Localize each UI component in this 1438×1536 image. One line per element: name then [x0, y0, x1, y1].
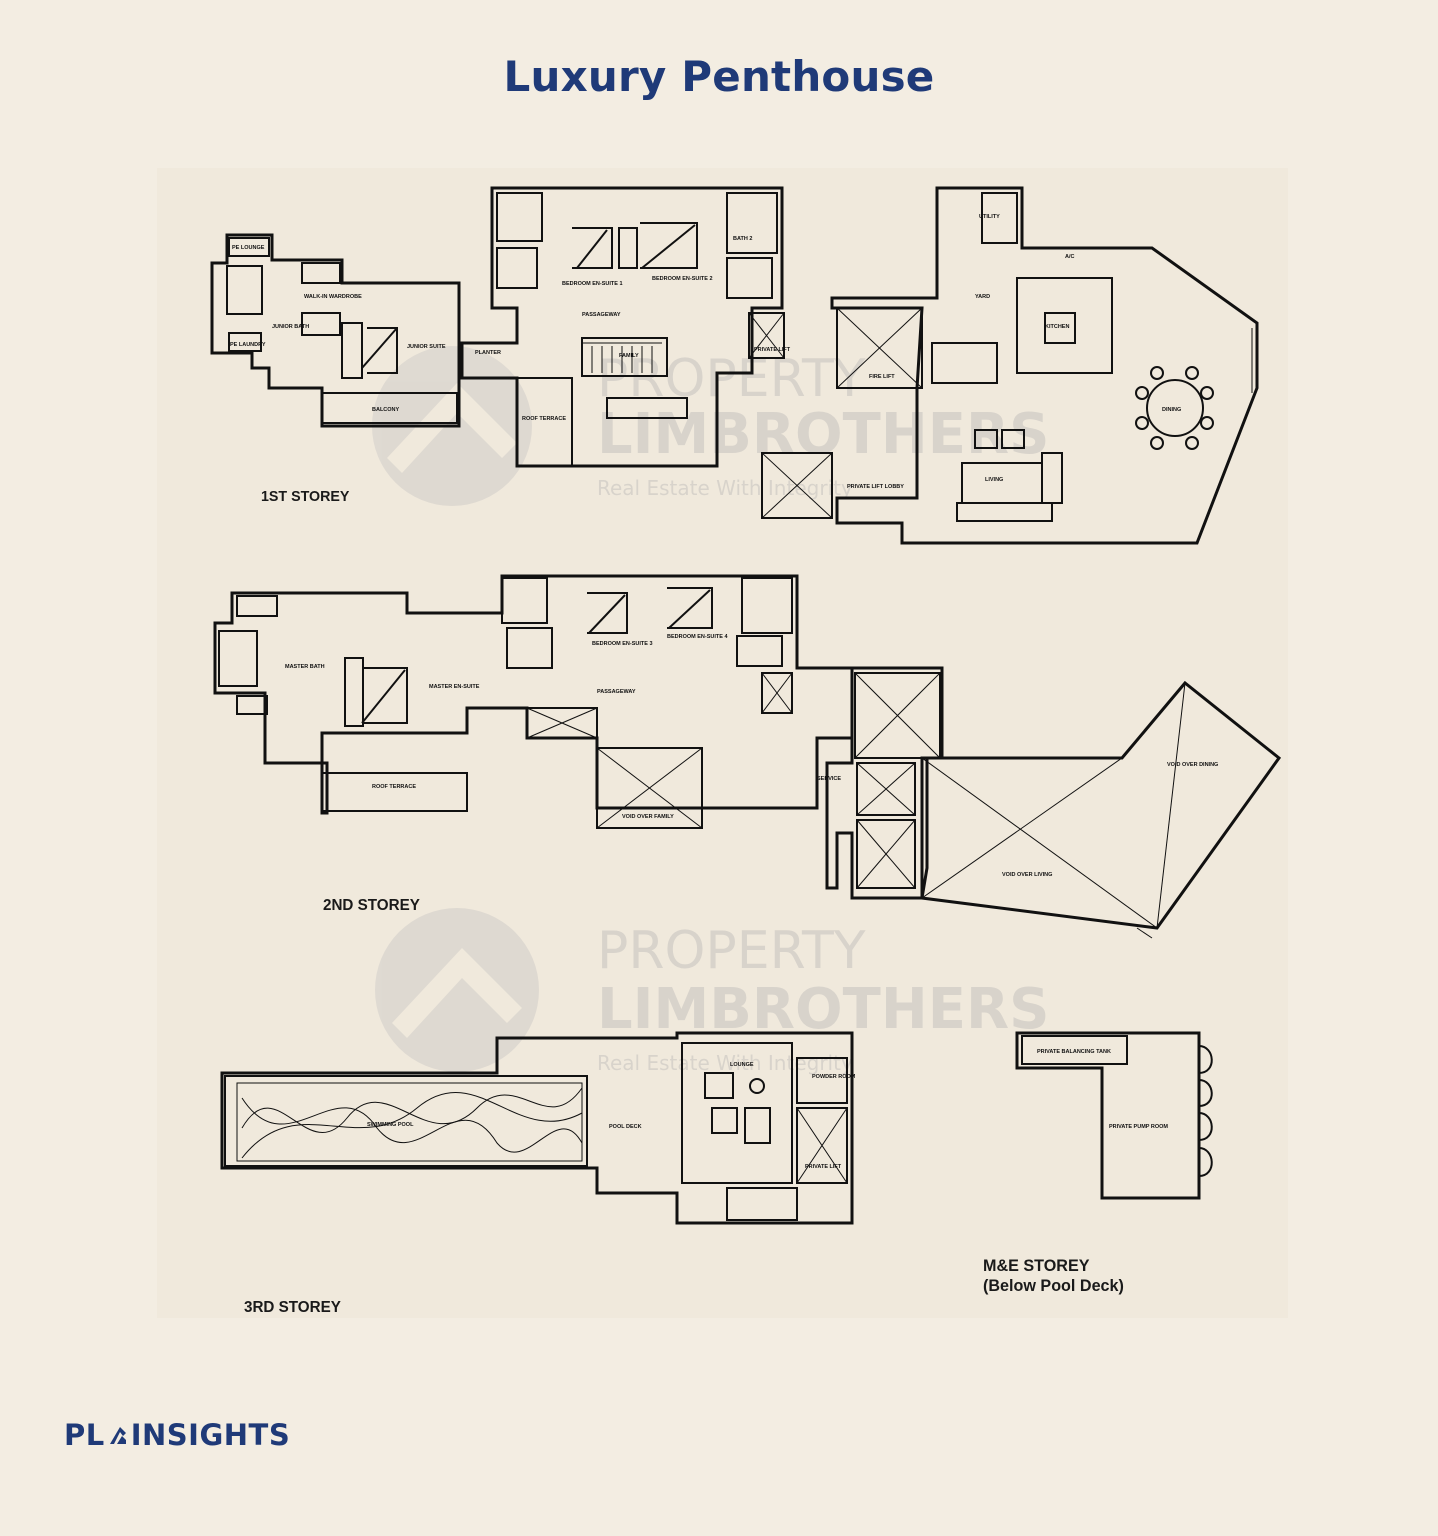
brand-right-text: INSIGHTS — [130, 1418, 291, 1452]
floor-label-2nd: 2ND STOREY — [323, 897, 420, 914]
room-label: UTILITY — [979, 214, 1000, 220]
room-label: A/C — [1065, 254, 1075, 260]
room-label: ROOF TERRACE — [522, 416, 566, 422]
room-label: VOID OVER DINING — [1167, 762, 1218, 768]
room-label: MASTER BATH — [285, 664, 325, 670]
room-label: JUNIOR SUITE — [407, 344, 446, 350]
room-label: PRIVATE LIFT — [754, 347, 791, 353]
room-label: PRIVATE PUMP ROOM — [1109, 1124, 1168, 1130]
floor-plan-svg: PROPERTY LIMBROTHERS Real Estate With In… — [210, 186, 1282, 1225]
watermark-text: Real Estate With Integrity — [597, 476, 853, 500]
room-label: LOUNGE — [730, 1062, 754, 1068]
floor-plan-drawing: PROPERTY LIMBROTHERS Real Estate With In… — [157, 168, 1288, 1318]
room-label: PLANTER — [475, 350, 501, 356]
room-label: JUNIOR BATH — [272, 324, 309, 330]
room-label: DINING — [1162, 407, 1181, 413]
room-label: ROOF TERRACE — [372, 784, 416, 790]
watermark-2: PROPERTY LIMBROTHERS Real Estate With In… — [375, 908, 1049, 1075]
room-label: BATH 2 — [733, 236, 752, 242]
room-label: BEDROOM EN-SUITE 3 — [592, 641, 653, 647]
floor-label-1st: 1ST STOREY — [261, 488, 350, 505]
room-label: VOID OVER FAMILY — [622, 814, 674, 820]
watermark-text: LIMBROTHERS — [597, 402, 1049, 467]
room-label: PE LOUNGE — [232, 245, 265, 251]
second-storey-plan — [213, 574, 1282, 939]
room-labels: PE LOUNGE PE LAUNDRY JUNIOR BATH WALK-IN… — [230, 214, 1218, 1170]
room-label: PASSAGEWAY — [582, 312, 621, 318]
room-label: FAMILY — [619, 353, 639, 359]
room-label: BEDROOM EN-SUITE 4 — [667, 634, 728, 640]
third-storey-plan — [220, 1031, 1213, 1225]
watermark-text: PROPERTY — [597, 921, 866, 981]
room-label: FIRE LIFT — [869, 374, 895, 380]
room-label: PRIVATE LIFT LOBBY — [847, 484, 904, 490]
floor-label-me: M&E STOREY — [983, 1256, 1090, 1275]
room-label: POWDER ROOM — [812, 1074, 856, 1080]
house-arrow-icon — [109, 1427, 126, 1444]
room-label: PRIVATE BALANCING TANK — [1037, 1049, 1111, 1055]
room-label: LIVING — [985, 477, 1003, 483]
room-label: KITCHEN — [1045, 324, 1069, 330]
floor-label-me-sub: (Below Pool Deck) — [983, 1276, 1124, 1295]
watermark-text: Real Estate With Integrity — [597, 1051, 853, 1075]
room-label: VOID OVER LIVING — [1002, 872, 1052, 878]
room-label: PE LAUNDRY — [230, 342, 266, 348]
room-label: SERVICE — [817, 776, 841, 782]
first-storey-plan — [210, 186, 1259, 545]
brand-left-text: PL — [64, 1418, 105, 1452]
watermark-text: LIMBROTHERS — [597, 977, 1049, 1042]
floor-label-3rd: 3RD STOREY — [244, 1299, 341, 1316]
room-label: BEDROOM EN-SUITE 2 — [652, 276, 713, 282]
room-label: PRIVATE LIFT — [805, 1164, 842, 1170]
room-label: PASSAGEWAY — [597, 689, 636, 695]
room-label: YARD — [975, 294, 990, 300]
room-label: WALK-IN WARDROBE — [304, 294, 362, 300]
brand-logo: PL INSIGHTS — [64, 1418, 290, 1452]
page-title: Luxury Penthouse — [503, 52, 935, 101]
room-label: BEDROOM EN-SUITE 1 — [562, 281, 623, 287]
room-label: BALCONY — [372, 407, 400, 413]
room-label: MASTER EN-SUITE — [429, 684, 480, 690]
watermark-1: PROPERTY LIMBROTHERS Real Estate With In… — [372, 346, 1049, 506]
room-label: POOL DECK — [609, 1124, 642, 1130]
room-label: SWIMMING POOL — [367, 1122, 414, 1128]
